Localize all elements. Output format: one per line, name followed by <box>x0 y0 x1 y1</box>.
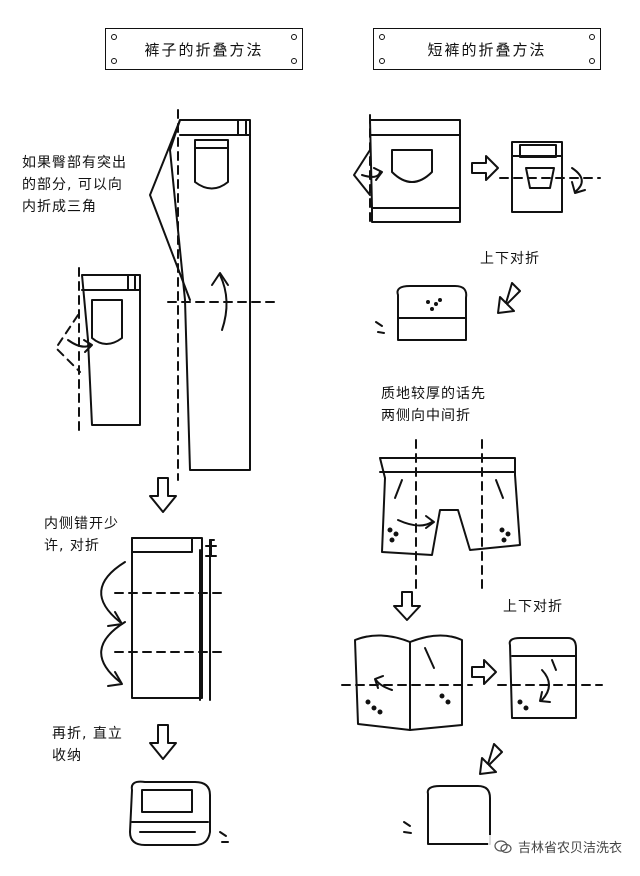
down-arrow-2 <box>149 724 177 760</box>
diag-arrow-2 <box>479 743 503 775</box>
hip-note: 如果臀部有突出 的部分, 可以向 内折成三角 <box>22 155 127 215</box>
pants-title-box: 裤子的折叠方法 <box>105 28 303 70</box>
shorts-title: 短裤的折叠方法 <box>427 40 547 59</box>
down-arrow-3 <box>393 591 421 621</box>
shorts-first-drawing <box>353 114 461 226</box>
diag-arrow-1 <box>497 282 521 314</box>
pants-hip-drawing <box>55 267 141 431</box>
pants-final-drawing <box>129 780 229 846</box>
shorts-final-drawing <box>403 785 491 845</box>
shorts-second-drawing <box>499 141 601 213</box>
top-bottom-note-2: 上下对折 <box>503 599 563 615</box>
wechat-icon <box>494 839 512 853</box>
top-bottom-note-1: 上下对折 <box>480 251 540 267</box>
pants-offset-drawing <box>100 537 223 701</box>
pants-full-drawing <box>149 109 279 481</box>
watermark-label: 吉林省农贝洁洗衣 <box>517 841 622 856</box>
offset-note: 内侧错开少 许, 对折 <box>44 516 119 554</box>
thick-note: 质地较厚的话先 两侧向中间折 <box>381 386 486 424</box>
pants-title: 裤子的折叠方法 <box>144 40 264 59</box>
right-arrow-1 <box>471 155 499 181</box>
shorts-third-drawing <box>375 285 468 341</box>
final-note: 再折, 直立 收纳 <box>52 726 123 764</box>
watermark: 吉林省农贝洁洗衣 <box>487 835 628 858</box>
shorts-title-box: 短裤的折叠方法 <box>373 28 601 70</box>
shorts-fourth-drawing <box>379 439 521 589</box>
down-arrow-1 <box>149 477 177 513</box>
shorts-fifth-drawing <box>341 634 473 731</box>
shorts-sixth-drawing <box>497 637 603 719</box>
right-arrow-2 <box>471 659 497 685</box>
